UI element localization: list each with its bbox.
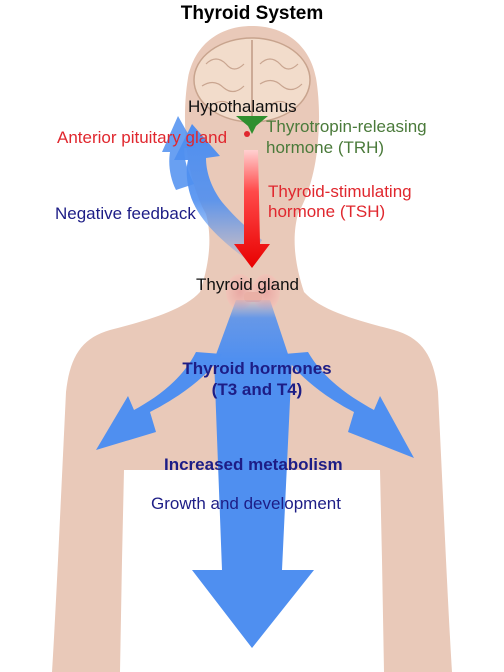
anterior-pituitary-dot [244, 131, 250, 137]
tsh-arrow [234, 150, 270, 268]
increased-metabolism-label: Increased metabolism [164, 455, 343, 474]
tsh-label-line2: hormone (TSH) [268, 202, 386, 221]
left-hormone-arrow [96, 352, 222, 450]
central-hormone-arrow [192, 358, 314, 648]
negative-feedback-label: Negative feedback [55, 204, 196, 223]
trh-label-line1: Thyrotropin-releasing [266, 117, 427, 136]
right-hormone-arrow [284, 352, 414, 458]
growth-development-label: Growth and development [151, 494, 341, 513]
trh-marker [236, 116, 268, 134]
thyroid-hormones-label-line1: Thyroid hormones [182, 359, 332, 378]
tsh-label-line1: Thyroid-stimulating [268, 182, 412, 201]
negative-feedback-arrow [174, 124, 262, 262]
page-title: Thyroid System [180, 3, 324, 24]
negative-feedback-arrow-secondary [162, 116, 196, 190]
thyroid-hormone-flow [214, 300, 290, 360]
trh-label-line2: hormone (TRH) [266, 138, 385, 157]
hypothalamus-label: Hypothalamus [188, 97, 297, 116]
thyroid-hormones-label-line2: (T3 and T4) [211, 380, 303, 399]
anterior-pituitary-label: Anterior pituitary gland [57, 128, 228, 147]
thyroid-gland-label: Thyroid gland [196, 275, 300, 294]
thyroid-gland-illustration [226, 274, 280, 310]
